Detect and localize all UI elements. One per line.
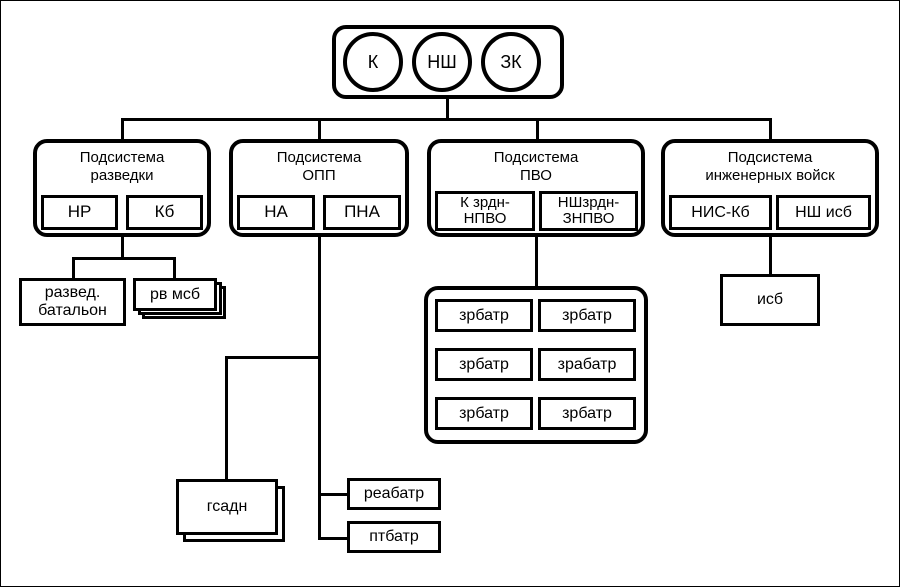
- subsystem-opp-slot-na[interactable]: НА: [237, 195, 315, 230]
- connector-razvedka-to-batalon: [72, 257, 75, 279]
- subsystem-razvedka-slot-nr[interactable]: НР: [41, 195, 118, 230]
- subsystem-pvo-slot-nsh[interactable]: НШзрдн- ЗНПВО: [539, 191, 638, 231]
- connector-opp-trunk: [318, 237, 321, 539]
- pvo-battery-cell-5[interactable]: зрбатр: [435, 397, 533, 430]
- pvo-battery-cell-3[interactable]: зрбатр: [435, 348, 533, 381]
- subsystem-opp-title: Подсистема ОПП: [276, 149, 362, 184]
- command-role-nsh[interactable]: НШ: [412, 32, 472, 92]
- connector-razvedka-to-rvmsb: [173, 257, 176, 279]
- connector-bus-to-ingvoysk: [769, 118, 772, 140]
- command-role-k[interactable]: К: [343, 32, 403, 92]
- unit-rv-msb[interactable]: рв мсб: [133, 278, 217, 311]
- unit-razved-batalon[interactable]: развед. батальон: [19, 278, 126, 326]
- unit-ptbatr[interactable]: птбатр: [347, 521, 441, 553]
- connector-opp-to-gsadn-v: [225, 356, 228, 480]
- subsystem-razvedka-slot-kb[interactable]: Кб: [126, 195, 203, 230]
- connector-razvedka-down: [121, 237, 124, 259]
- subsystem-ingvoysk-slot-nsh-isb[interactable]: НШ исб: [776, 195, 871, 230]
- connector-command-down: [446, 99, 449, 120]
- connector-bus-to-razvedka: [121, 118, 124, 140]
- connector-razvedka-bus: [72, 257, 176, 260]
- subsystem-opp-slot-pna[interactable]: ПНА: [323, 195, 401, 230]
- subsystem-ingvoysk-slot-nis-kb[interactable]: НИС-Кб: [669, 195, 772, 230]
- subsystem-razvedka-title: Подсистема разведки: [79, 149, 165, 184]
- subsystem-ingvoysk-title: Подсистема инженерных войск: [705, 149, 835, 184]
- command-role-zk[interactable]: ЗК: [481, 32, 541, 92]
- pvo-battery-cell-4[interactable]: зрабатр: [538, 348, 636, 381]
- connector-opp-to-ptbatr: [318, 537, 348, 540]
- connector-bus-to-opp: [318, 118, 321, 140]
- connector-bus-to-pvo: [536, 118, 539, 140]
- connector-pvo-to-batteries: [535, 237, 538, 287]
- connector-main-bus: [122, 118, 772, 121]
- unit-gsadn[interactable]: гсадн: [176, 479, 278, 535]
- pvo-battery-cell-1[interactable]: зрбатр: [435, 299, 533, 332]
- connector-opp-to-reabatr: [318, 493, 348, 496]
- connector-ingvoysk-to-isb: [769, 237, 772, 275]
- subsystem-pvo-slot-komandir[interactable]: К зрдн- НПВО: [435, 191, 535, 231]
- pvo-battery-cell-2[interactable]: зрбатр: [538, 299, 636, 332]
- unit-reabatr[interactable]: реабатр: [347, 478, 441, 510]
- unit-isb[interactable]: исб: [720, 274, 820, 326]
- pvo-battery-cell-6[interactable]: зрбатр: [538, 397, 636, 430]
- connector-opp-to-gsadn-h: [225, 356, 321, 359]
- subsystem-pvo-title: Подсистема ПВО: [493, 149, 579, 184]
